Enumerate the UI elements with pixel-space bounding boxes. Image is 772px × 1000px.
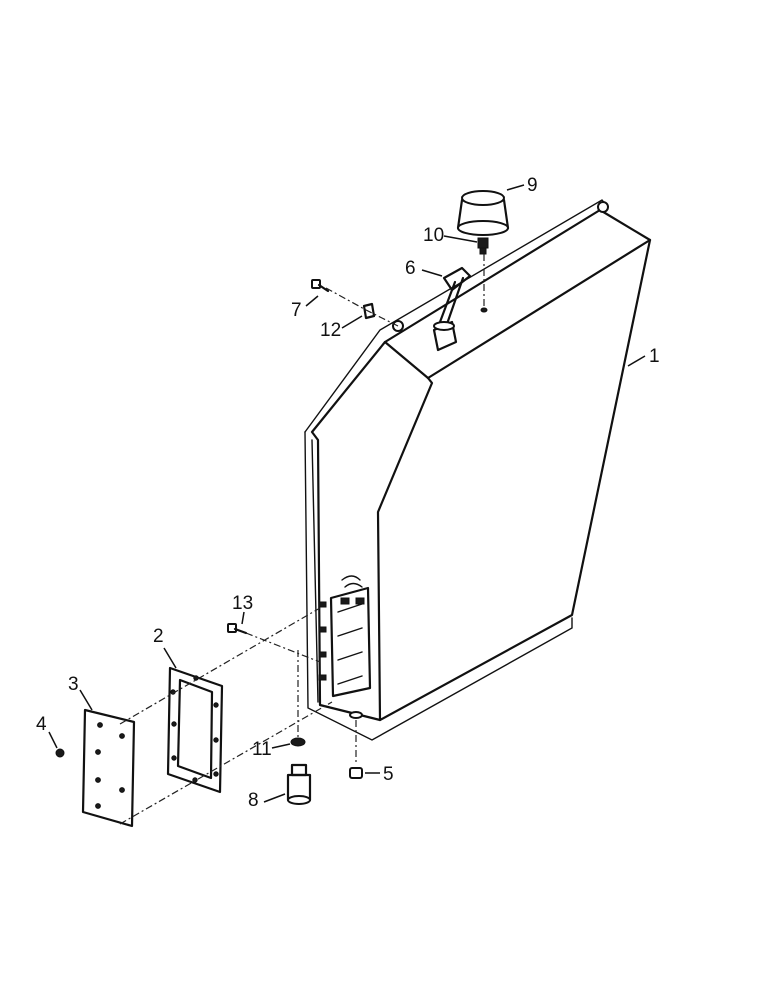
- clip: [362, 302, 376, 320]
- callout-11: 11: [252, 739, 272, 760]
- tank-bracket: [318, 575, 372, 719]
- callout-4: 4: [36, 714, 47, 735]
- washer: [290, 737, 306, 747]
- callout-6: 6: [405, 258, 416, 279]
- callout-labels: 1 2 3 4 5 6 7 8 9 10 11 12 13: [36, 175, 660, 811]
- callout-5: 5: [383, 764, 394, 785]
- callout-9: 9: [527, 175, 538, 196]
- callout-8: 8: [248, 790, 259, 811]
- callout-2: 2: [153, 626, 164, 647]
- assembly-lines: [119, 254, 485, 825]
- filler-cap: [432, 266, 472, 352]
- callout-7: 7: [291, 300, 302, 321]
- gasket: [166, 666, 224, 794]
- callout-13: 13: [232, 593, 253, 614]
- cover-plate: [81, 708, 136, 828]
- breather-port: [480, 307, 488, 313]
- cover-nut: [55, 748, 65, 758]
- callout-leaders: [48, 184, 646, 803]
- filter-element: [286, 763, 312, 805]
- bolt-lower: [227, 623, 248, 635]
- breather-fitting: [477, 237, 489, 255]
- breather-cap: [456, 190, 510, 236]
- tank-body: [304, 199, 652, 741]
- callout-1: 1: [649, 346, 660, 367]
- callout-10: 10: [423, 225, 444, 246]
- callout-3: 3: [68, 674, 79, 695]
- callout-12: 12: [320, 320, 341, 341]
- bolt-top: [311, 279, 330, 293]
- drain-plug: [349, 767, 363, 779]
